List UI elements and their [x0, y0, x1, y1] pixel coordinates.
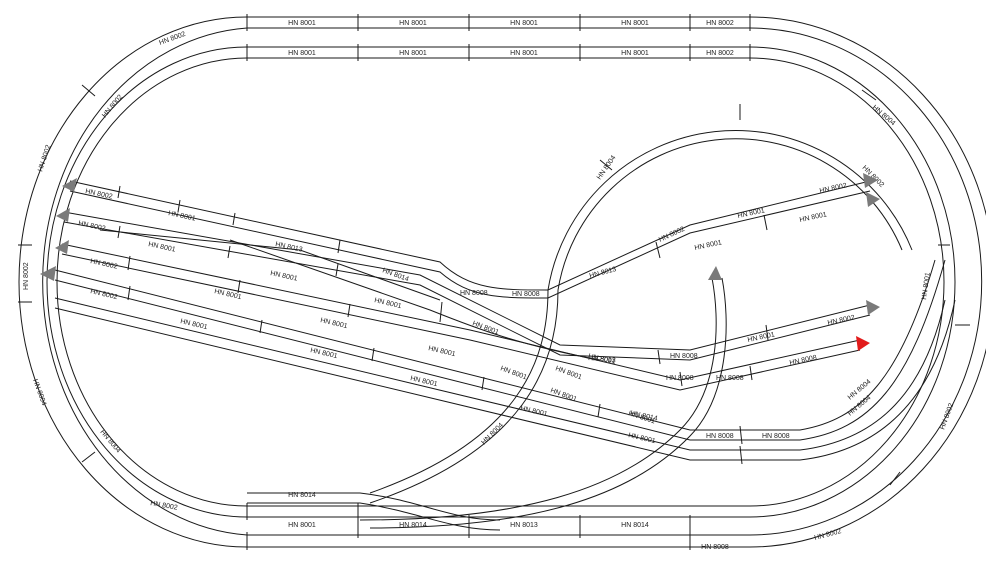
bumper-right-2-icon[interactable] [866, 192, 880, 207]
label-right-2: HN 8001 [737, 207, 766, 220]
label-bottom-inner-1: HN 8014 [288, 492, 316, 499]
label-yard-14: HN 8001 [310, 347, 339, 360]
label-curve-2: HN 8002 [101, 94, 124, 120]
label-right-6: HN 8013 [589, 266, 618, 280]
label-yard-6: HN 8002 [90, 288, 119, 301]
label-yard-15: HN 8001 [428, 345, 457, 358]
label-right-15: HN 8008 [706, 433, 734, 440]
label-right-4: HN 8001 [799, 211, 828, 224]
bumper-left-2-icon[interactable] [56, 208, 70, 222]
label-curve-10: HN 8001 [921, 272, 932, 300]
bumper-right-1-icon[interactable] [863, 173, 878, 188]
return-loop [369, 104, 913, 504]
label-yard-5: HN 8002 [90, 258, 119, 271]
label-top-inner-1: HN 8001 [288, 50, 316, 57]
label-bottom-outer-2: HN 8014 [399, 522, 427, 529]
label-yard-18: HN 8001 [628, 432, 657, 445]
bumper-left-1-icon[interactable] [62, 178, 77, 192]
label-right-7: HN 8002 [827, 314, 856, 327]
label-right-9: HN 8008 [670, 353, 698, 360]
label-yard-22: HN 8001 [554, 365, 582, 381]
label-top-outer-1: HN 8001 [288, 20, 316, 27]
label-top-outer-4: HN 8001 [621, 20, 649, 27]
label-right-11: HN 8013 [588, 355, 616, 364]
label-yard-17: HN 8001 [520, 405, 549, 418]
yard-tracks [54, 180, 956, 461]
label-bottom-outer-3: HN 8013 [510, 522, 538, 529]
inner-branch [247, 277, 727, 531]
label-yard-10: HN 8001 [214, 288, 243, 301]
label-right-14: HN 8008 [716, 375, 744, 382]
label-top-outer-3: HN 8001 [510, 20, 538, 27]
label-curve-8: HN 8004 [871, 104, 897, 127]
label-yard-25: HN 8008 [460, 290, 488, 297]
label-top-inner-4: HN 8001 [621, 50, 649, 57]
label-right-1: HN 8002 [819, 182, 848, 195]
label-curve-4: HN 8002 [23, 262, 30, 290]
label-top-outer-2: HN 8001 [399, 20, 427, 27]
label-top-outer-5: HN 8002 [706, 20, 734, 27]
label-bottom-outer-1: HN 8001 [288, 522, 316, 529]
label-curve-11: HN 8002 [939, 402, 955, 430]
label-yard-3: HN 8002 [78, 220, 107, 233]
label-yard-2: HN 8001 [168, 210, 197, 223]
yard-joints [117, 185, 769, 465]
bumper-center-icon[interactable] [708, 266, 722, 280]
label-curve-7: HN 8002 [150, 500, 179, 512]
track-labels: HN 8001 HN 8001 HN 8001 HN 8001 HN 8002 … [23, 20, 955, 551]
label-loop-1: HN 8004 [596, 154, 618, 181]
label-yard-9: HN 8001 [270, 270, 299, 283]
label-top-inner-5: HN 8002 [706, 50, 734, 57]
label-right-5: HN 8001 [694, 239, 723, 252]
bumper-right-selected-icon[interactable] [856, 336, 870, 351]
label-bottom-outer-4: HN 8014 [621, 522, 649, 529]
label-yard-26: HN 8008 [512, 291, 540, 298]
straight-joints [18, 14, 970, 550]
label-yard-13: HN 8001 [320, 317, 349, 330]
label-yard-19: HN 8001 [499, 365, 527, 381]
label-curve-5: HN 8004 [31, 378, 47, 406]
label-curve-14: HN 8002 [814, 528, 843, 542]
label-curve-3: HN 8002 [37, 144, 52, 173]
label-yard-20: HN 8001 [549, 387, 577, 403]
label-right-16: HN 8008 [762, 433, 790, 440]
label-loop-2: HN 8004 [480, 422, 505, 447]
bumper-right-3-icon[interactable] [866, 300, 880, 315]
label-top-inner-2: HN 8001 [399, 50, 427, 57]
label-bottom-outer-5: HN 8008 [701, 544, 729, 551]
label-right-13: HN 8008 [666, 375, 694, 382]
outer-oval-track [18, 16, 986, 548]
label-top-inner-3: HN 8001 [510, 50, 538, 57]
buffer-stops[interactable] [40, 173, 880, 351]
label-curve-6: HN 8004 [98, 429, 121, 455]
bumper-left-3-icon[interactable] [55, 240, 69, 254]
label-yard-4: HN 8001 [148, 241, 177, 254]
label-right-10: HN 8008 [789, 354, 818, 367]
bumper-left-4-icon[interactable] [40, 266, 56, 281]
